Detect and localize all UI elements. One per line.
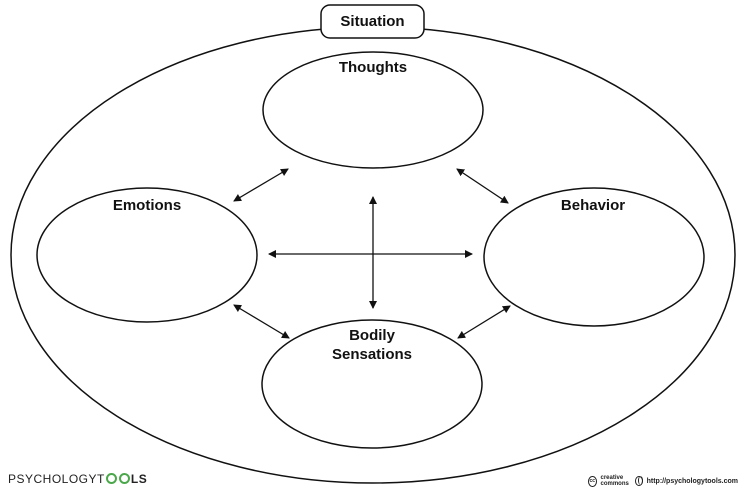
brand-text-left: PSYCHOLOGYT xyxy=(8,472,105,486)
arrow-behavior-bodily xyxy=(457,305,511,339)
bodily-sensations-ellipse[interactable] xyxy=(261,319,483,449)
behavior-label: Behavior xyxy=(561,197,625,214)
situation-label: Situation xyxy=(340,13,404,30)
behavior-ellipse[interactable] xyxy=(483,187,705,327)
situation-label-box xyxy=(320,4,425,39)
thoughts-ellipse[interactable] xyxy=(262,51,484,169)
cc-line-2: commons xyxy=(600,481,629,487)
emotions-ellipse[interactable] xyxy=(36,187,258,323)
creative-commons-icon: cc xyxy=(588,475,597,487)
creative-commons-text: creative commons xyxy=(601,475,629,487)
thoughts-label: Thoughts xyxy=(339,59,407,76)
psychologytools-logo: PSYCHOLOGYT LS xyxy=(8,472,147,486)
tools-o-icon xyxy=(118,473,130,484)
arrow-thoughts-behavior xyxy=(456,168,509,204)
site-url-link[interactable]: http://psychologytools.com xyxy=(646,477,738,485)
footer-credits: cc creative commons http://psychologytoo… xyxy=(588,472,738,490)
bodily-label-line1: Bodily xyxy=(349,327,395,344)
tools-o-icon xyxy=(105,473,117,484)
brand-text-right: LS xyxy=(130,472,148,486)
cc-line-1: creative xyxy=(600,475,624,481)
bodily-label-line2: Sensations xyxy=(332,346,412,363)
arrow-emotions-thoughts xyxy=(233,168,289,202)
arrow-emotions-bodily xyxy=(233,304,290,339)
emotions-label: Emotions xyxy=(113,197,181,214)
globe-icon xyxy=(634,476,643,486)
